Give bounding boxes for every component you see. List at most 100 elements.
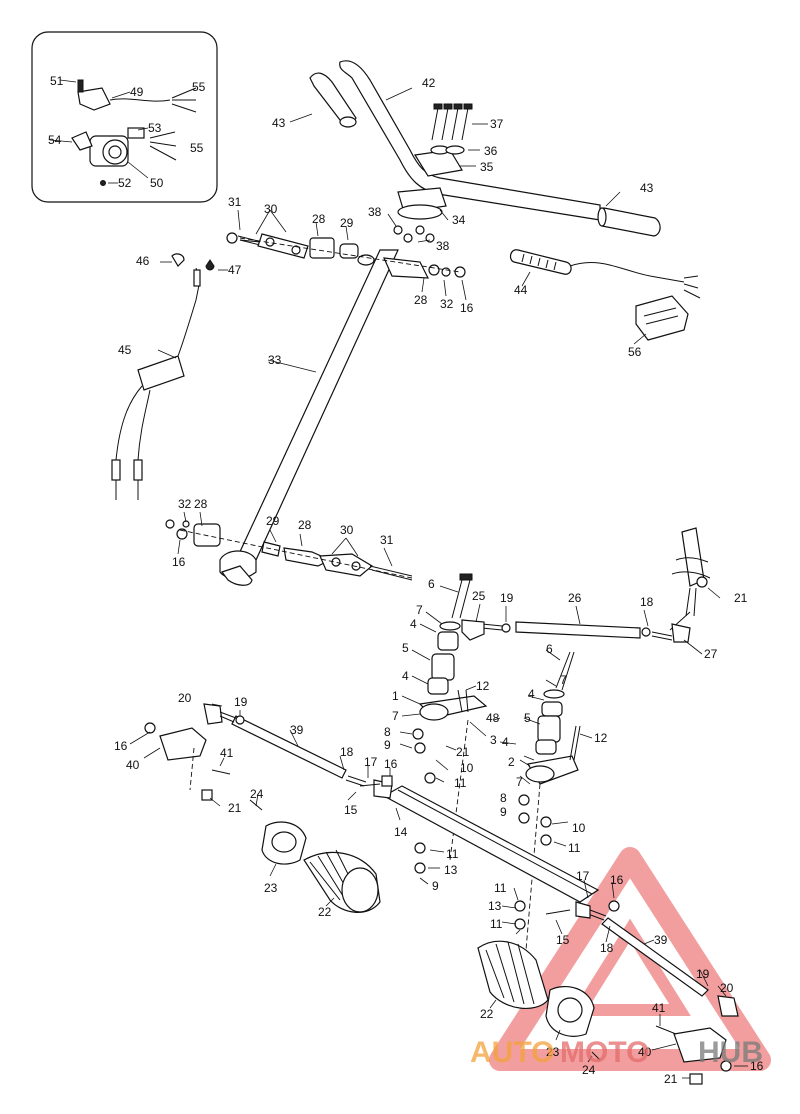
callout-8-right: 8 xyxy=(500,791,507,805)
callout-56: 56 xyxy=(628,345,642,359)
boot-left xyxy=(261,821,381,913)
callout-54: 54 xyxy=(48,133,62,147)
callout-1: 1 xyxy=(392,689,399,703)
callout-31-upper: 31 xyxy=(228,195,242,209)
callout-21-right-top: 21 xyxy=(734,591,748,605)
callout-11-e: 11 xyxy=(490,917,503,931)
watermark-moto: MOTO xyxy=(560,1036,649,1069)
callout-23-right: 23 xyxy=(546,1045,560,1059)
callout-13-left: 13 xyxy=(444,863,458,877)
callout-6-left: 6 xyxy=(428,577,435,591)
callout-11-d: 11 xyxy=(494,881,507,895)
callout-25: 25 xyxy=(472,589,486,603)
callout-11-c: 11 xyxy=(446,847,459,861)
callout-15-right: 15 xyxy=(556,933,570,947)
callout-30-lower: 30 xyxy=(340,523,354,537)
right-grip xyxy=(601,207,661,237)
callout-18-right: 18 xyxy=(600,941,614,955)
callout-11-a: 11 xyxy=(454,776,467,790)
callout-9-center: 9 xyxy=(432,879,439,893)
tie-rod xyxy=(515,621,641,639)
callout-16-center: 16 xyxy=(384,757,398,771)
callout-19-right: 19 xyxy=(696,967,710,981)
callout-38-left: 38 xyxy=(368,205,382,219)
callout-6-right: 6 xyxy=(546,642,553,656)
wiring-module xyxy=(111,253,215,500)
callout-28-upper-right: 28 xyxy=(414,293,428,307)
right-column-section xyxy=(669,527,711,631)
clamp-bolts xyxy=(431,103,473,141)
callout-5-right: 5 xyxy=(524,711,531,725)
callout-39-right: 39 xyxy=(654,933,668,947)
callout-12-right: 12 xyxy=(594,731,608,745)
callout-4-d: 4 xyxy=(502,735,509,749)
callout-16-right-bottom: 16 xyxy=(750,1059,764,1073)
callout-46: 46 xyxy=(136,254,150,268)
callout-29-upper: 29 xyxy=(340,216,354,230)
callout-42: 42 xyxy=(422,76,436,90)
handlebar-assembly xyxy=(309,60,661,243)
callout-16-upper: 16 xyxy=(460,301,474,315)
callout-9-right: 9 xyxy=(500,805,507,819)
lower-link-assembly xyxy=(165,519,413,581)
callout-55-lower: 55 xyxy=(190,141,204,155)
callout-40-right: 40 xyxy=(638,1045,652,1059)
leader-lines xyxy=(129,87,748,1079)
callout-7-d: 7 xyxy=(516,775,523,789)
callout-16-lower-link: 16 xyxy=(172,555,186,569)
callout-3: 3 xyxy=(490,733,497,747)
callout-44: 44 xyxy=(514,283,528,297)
callout-10-left: 10 xyxy=(460,761,474,775)
callout-16-left: 16 xyxy=(114,739,128,753)
steering-lever xyxy=(221,565,253,586)
callout-15-left: 15 xyxy=(344,803,358,817)
screw-51 xyxy=(77,79,84,93)
watermark-logo xyxy=(489,847,771,1071)
callout-8-left: 8 xyxy=(384,725,391,739)
callout-32-upper: 32 xyxy=(440,297,454,311)
callout-24-left: 24 xyxy=(250,787,264,801)
callout-18-left: 18 xyxy=(340,745,354,759)
callout-5-left: 5 xyxy=(402,641,409,655)
callout-7-c: 7 xyxy=(560,673,567,687)
callout-47: 47 xyxy=(228,263,242,277)
callout-26: 26 xyxy=(568,591,582,605)
callout-4-a: 4 xyxy=(410,617,417,631)
callout-22-right: 22 xyxy=(480,1007,494,1021)
switch-key xyxy=(71,131,93,151)
callout-16-right: 16 xyxy=(610,873,624,887)
callout-41-left: 41 xyxy=(220,746,234,760)
callout-45: 45 xyxy=(118,343,132,357)
callout-43-right: 43 xyxy=(640,181,654,195)
switch-bracket xyxy=(77,87,111,111)
callout-32-lower: 32 xyxy=(178,497,192,511)
steering-knuckle-left xyxy=(159,727,207,761)
callout-11-b: 11 xyxy=(568,841,581,855)
steering-knuckle-right xyxy=(673,1027,727,1063)
callout-24-right: 24 xyxy=(582,1063,596,1077)
callout-17-left: 17 xyxy=(364,755,378,769)
fasteners xyxy=(144,722,732,1085)
callout-14: 14 xyxy=(394,825,408,839)
steering-column xyxy=(219,249,399,586)
callout-50: 50 xyxy=(150,176,164,190)
steering-shaft xyxy=(237,249,399,561)
callout-37: 37 xyxy=(490,117,504,131)
callout-19-left: 19 xyxy=(234,695,248,709)
throttle-connector xyxy=(509,249,701,341)
callout-23-left: 23 xyxy=(264,881,278,895)
callout-13-right: 13 xyxy=(488,899,502,913)
callout-17-right: 17 xyxy=(576,869,590,883)
callout-53: 53 xyxy=(148,121,162,135)
handlebar xyxy=(339,60,601,221)
callout-48: 48 xyxy=(486,711,500,725)
throttle-grip xyxy=(509,249,572,275)
callout-39-left: 39 xyxy=(290,723,304,737)
callout-20-right: 20 xyxy=(720,981,734,995)
callout-7-b: 7 xyxy=(392,709,399,723)
pivot-arm-1 xyxy=(412,573,488,861)
tie-rod-left xyxy=(159,703,367,791)
watermark-inner-triangle-icon xyxy=(569,918,691,1016)
callout-30-upper: 30 xyxy=(264,202,278,216)
